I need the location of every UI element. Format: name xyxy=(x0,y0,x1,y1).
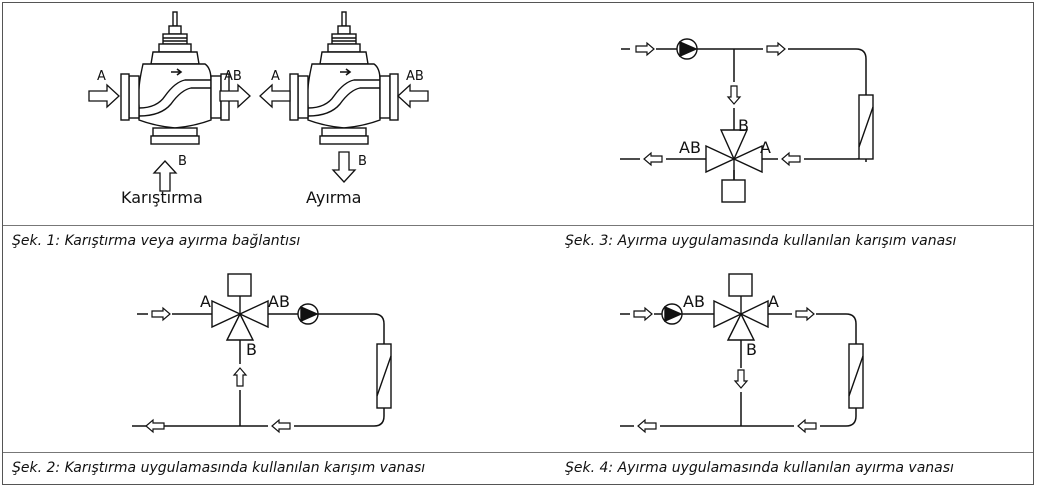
bottom-divider xyxy=(3,452,1033,453)
fig4-caption: Şek. 4: Ayırma uygulamasında kullanılan … xyxy=(565,460,954,476)
fig3-caption: Şek. 3: Ayırma uygulamasında kullanılan … xyxy=(565,233,957,249)
fig1-valve1-port-right: AB xyxy=(224,69,242,84)
fig1-valve1-port-left: A xyxy=(97,69,106,84)
fig4-port-left: AB xyxy=(683,292,705,311)
fig1-valve2-port-left: A xyxy=(271,69,280,84)
fig2-caption: Şek. 2: Karıştırma uygulamasında kullanı… xyxy=(12,460,426,476)
row-divider xyxy=(3,225,1033,226)
fig1-valve2-port-right: AB xyxy=(406,69,424,84)
fig1-valve2-label: Ayırma xyxy=(306,188,362,207)
fig1-caption: Şek. 1: Karıştırma veya ayırma bağlantıs… xyxy=(12,233,301,249)
fig1-valve1-port-bottom: B xyxy=(178,154,187,169)
fig1-valve2-port-bottom: B xyxy=(358,154,367,169)
fig4-port-right: A xyxy=(768,292,779,311)
fig3-port-top: B xyxy=(738,116,749,135)
fig2-port-bottom: B xyxy=(246,340,257,359)
fig4-port-bottom: B xyxy=(746,340,757,359)
fig2-port-left: A xyxy=(200,292,211,311)
fig3-port-right: A xyxy=(760,138,771,157)
fig2-port-right: AB xyxy=(268,292,290,311)
fig3-port-left: AB xyxy=(679,138,701,157)
fig1-valve1-label: Karıştırma xyxy=(121,188,203,207)
